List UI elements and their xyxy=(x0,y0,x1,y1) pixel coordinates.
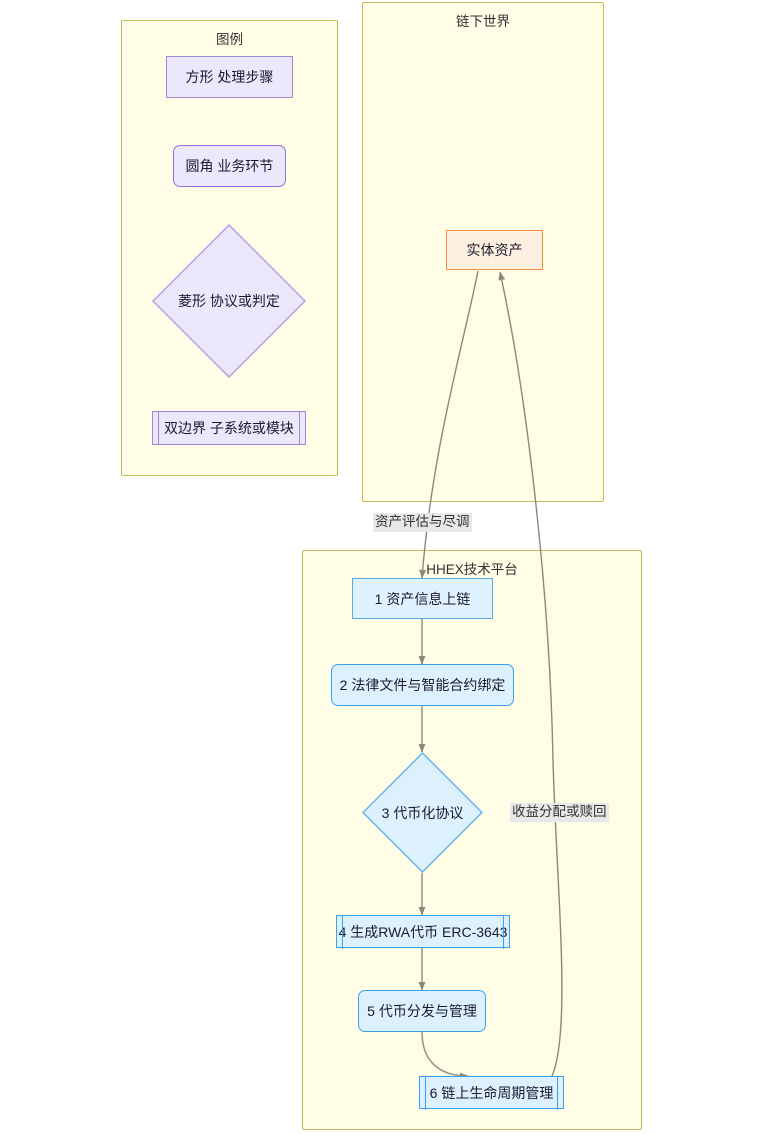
node-step-6-label: 6 链上生命周期管理 xyxy=(429,1084,554,1101)
diamond-shape-icon xyxy=(152,224,306,378)
node-step-1: 1 资产信息上链 xyxy=(352,578,493,619)
legend-item-diamond-label: 菱形 协议或判定 xyxy=(178,293,280,309)
legend-item-rect-label: 方形 处理步骤 xyxy=(185,69,274,85)
node-step-2-label: 2 法律文件与智能合约绑定 xyxy=(339,677,506,693)
edge-label-yield-or-redeem: 收益分配或赎回 xyxy=(510,803,609,822)
legend-item-diamond: 菱形 协议或判定 xyxy=(152,224,306,378)
legend-item-rounded: 圆角 业务环节 xyxy=(173,145,286,187)
node-physical-asset-label: 实体资产 xyxy=(466,242,523,258)
diamond-shape-icon xyxy=(362,752,483,873)
edge-label-asset-due-diligence: 资产评估与尽调 xyxy=(373,513,472,532)
legend-item-subroutine-label: 双边界 子系统或模块 xyxy=(164,420,294,436)
subgraph-platform: HHEX技术平台 xyxy=(302,550,642,1130)
node-step-2: 2 法律文件与智能合约绑定 xyxy=(331,664,514,706)
node-step-5-label: 5 代币分发与管理 xyxy=(367,1003,477,1019)
node-step-3: 3 代币化协议 xyxy=(362,752,483,873)
node-step-4-label: 4 生成RWA代币 ERC-3643 xyxy=(338,923,508,940)
node-step-3-label: 3 代币化协议 xyxy=(381,804,464,821)
subgraph-legend-title: 图例 xyxy=(216,32,243,47)
node-physical-asset: 实体资产 xyxy=(446,230,543,270)
legend-item-rect: 方形 处理步骤 xyxy=(166,56,293,98)
node-step-1-label: 1 资产信息上链 xyxy=(374,590,471,607)
node-step-4: 4 生成RWA代币 ERC-3643 xyxy=(336,914,510,949)
subgraph-platform-title: HHEX技术平台 xyxy=(426,562,518,577)
legend-item-rounded-label: 圆角 业务环节 xyxy=(185,158,274,174)
subgraph-offchain-title: 链下世界 xyxy=(456,14,510,29)
node-step-5: 5 代币分发与管理 xyxy=(358,990,486,1032)
node-step-6: 6 链上生命周期管理 xyxy=(419,1075,564,1110)
legend-item-subroutine: 双边界 子系统或模块 xyxy=(152,411,306,445)
